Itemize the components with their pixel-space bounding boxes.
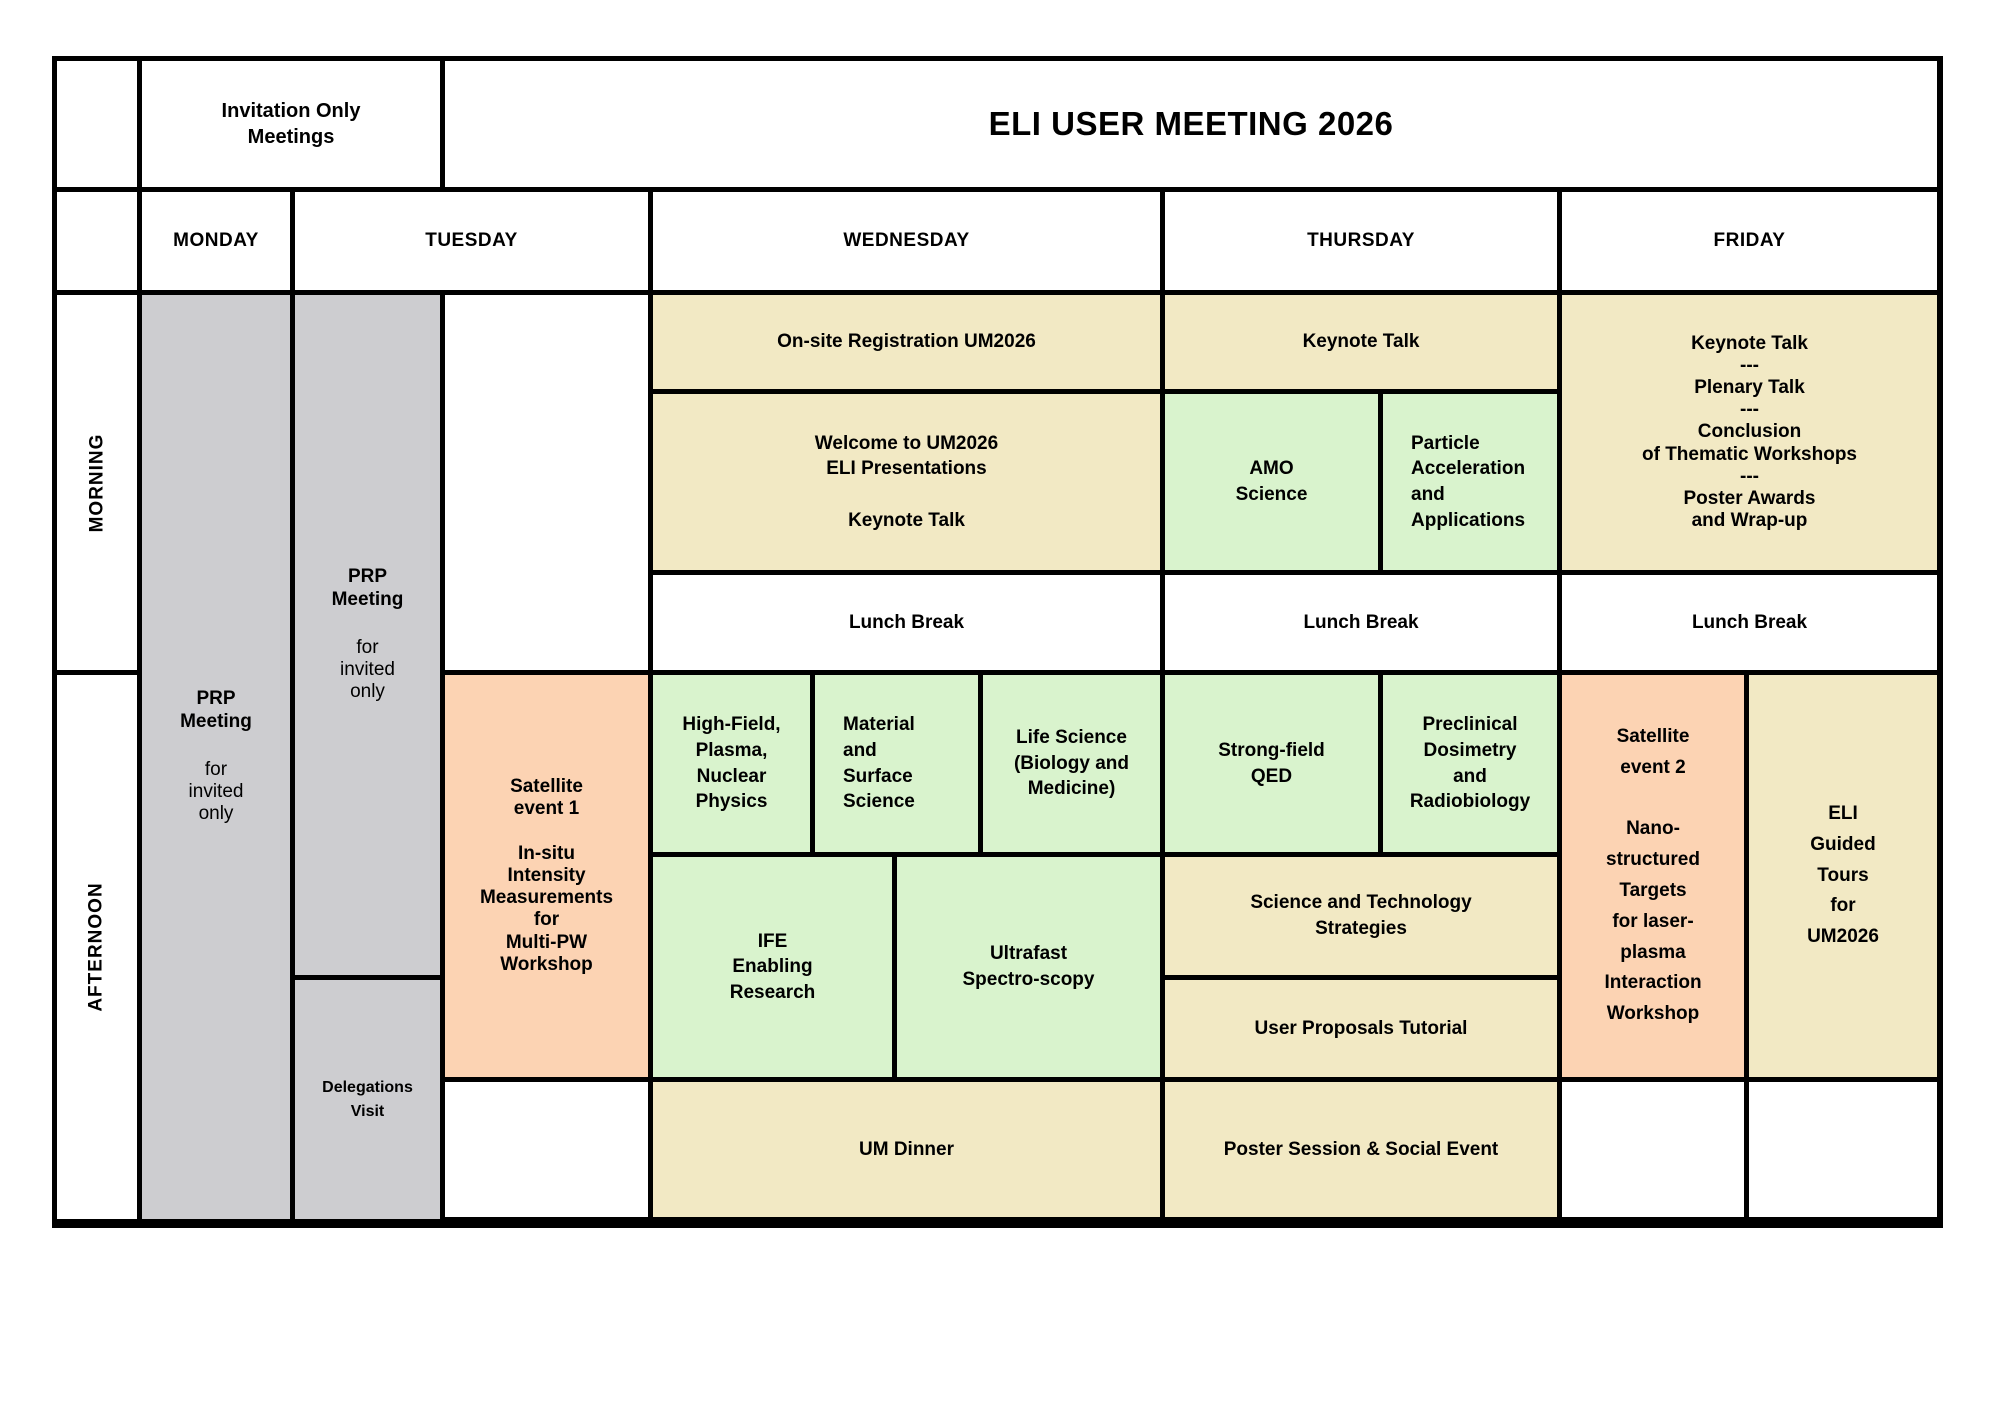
invitation-only-header: Invitation Only Meetings bbox=[142, 61, 440, 187]
day-header-thursday: THURSDAY bbox=[1165, 192, 1557, 290]
thu-lunch-break-cell: Lunch Break bbox=[1165, 575, 1557, 670]
thu-strategies-label: Science and Technology Strategies bbox=[1250, 892, 1472, 939]
wed-welcome-label: Welcome to UM2026 ELI Presentations Keyn… bbox=[814, 432, 999, 531]
wed-lifescience-session-cell: Life Science (Biology and Medicine) bbox=[983, 675, 1160, 852]
fri-lunch-break-cell: Lunch Break bbox=[1562, 575, 1937, 670]
wed-ife-label: IFE Enabling Research bbox=[729, 930, 816, 1003]
eli-guided-tours-cell: ELI Guided Tours for UM2026 bbox=[1749, 675, 1937, 1077]
satellite-event-2-cell: Satellite event 2 Nano- structured Targe… bbox=[1562, 675, 1744, 1077]
afternoon-label: AFTERNOON bbox=[86, 882, 108, 1012]
day-header-monday: MONDAY bbox=[142, 192, 290, 290]
thu-keynote-cell: Keynote Talk bbox=[1165, 295, 1557, 389]
thu-lunch-label: Lunch Break bbox=[1303, 611, 1419, 633]
thu-preclinical-label: Preclinical Dosimetry and Radiobiology bbox=[1409, 714, 1531, 813]
day-header-wednesday: WEDNESDAY bbox=[653, 192, 1160, 290]
delegations-visit-label: Delegations Visit bbox=[322, 1078, 413, 1120]
header-spacer-cell bbox=[57, 61, 137, 187]
tuesday-label: TUESDAY bbox=[425, 230, 518, 251]
satellite-event-2-label: Satellite event 2 Nano- structured Targe… bbox=[1604, 726, 1702, 1025]
day-header-tuesday: TUESDAY bbox=[295, 192, 648, 290]
thu-keynote-label: Keynote Talk bbox=[1302, 331, 1420, 353]
thu-proposals-tutorial-cell: User Proposals Tutorial bbox=[1165, 980, 1557, 1077]
monday-prp-meeting-cell: PRP Meeting for invited only bbox=[142, 295, 290, 1219]
wednesday-label: WEDNESDAY bbox=[843, 230, 970, 251]
thu-strategies-cell: Science and Technology Strategies bbox=[1165, 857, 1557, 975]
monday-prp-title: PRP Meeting bbox=[180, 688, 252, 732]
thu-amo-label: AMO Science bbox=[1235, 458, 1308, 505]
wed-lunch-break-cell: Lunch Break bbox=[653, 575, 1160, 670]
thursday-label: THURSDAY bbox=[1307, 230, 1415, 251]
row-label-morning: MORNING bbox=[57, 295, 137, 670]
day-row-spacer-cell bbox=[57, 192, 137, 290]
tuesday-prp-title: PRP Meeting bbox=[331, 566, 404, 610]
um-dinner-cell: UM Dinner bbox=[653, 1082, 1160, 1217]
thu-preclinical-session-cell: Preclinical Dosimetry and Radiobiology bbox=[1383, 675, 1557, 852]
wed-material-label: Material and Surface Science bbox=[843, 714, 915, 813]
wed-material-session-cell: Material and Surface Science bbox=[815, 675, 978, 852]
tuesday-morning-empty-cell bbox=[445, 295, 648, 670]
monday-prp-note: for invited only bbox=[188, 758, 244, 825]
wed-ultrafast-session-cell: Ultrafast Spectro-scopy bbox=[897, 857, 1160, 1077]
wed-ife-session-cell: IFE Enabling Research bbox=[653, 857, 892, 1077]
thu-strongfield-session-cell: Strong-field QED bbox=[1165, 675, 1378, 852]
um-dinner-label: UM Dinner bbox=[859, 1138, 954, 1160]
invitation-only-label: Invitation Only Meetings bbox=[221, 100, 361, 148]
eli-guided-tours-label: ELI Guided Tours for UM2026 bbox=[1807, 803, 1879, 948]
wed-registration-cell: On-site Registration UM2026 bbox=[653, 295, 1160, 389]
wed-lifescience-label: Life Science (Biology and Medicine) bbox=[1013, 727, 1130, 800]
poster-session-label: Poster Session & Social Event bbox=[1223, 1138, 1499, 1160]
page-title: ELI USER MEETING 2026 bbox=[988, 105, 1394, 142]
thu-particle-session-cell: Particle Acceleration and Applications bbox=[1383, 394, 1557, 570]
page-title-cell: ELI USER MEETING 2026 bbox=[445, 61, 1937, 187]
wed-registration-label: On-site Registration UM2026 bbox=[777, 331, 1036, 353]
satellite-event-1-label: Satellite event 1 In-situ Intensity Meas… bbox=[479, 776, 614, 975]
fri-evening-empty-cell-2 bbox=[1749, 1082, 1937, 1217]
delegations-visit-cell: Delegations Visit bbox=[295, 980, 440, 1219]
wed-ultrafast-label: Ultrafast Spectro-scopy bbox=[962, 943, 1095, 990]
thu-amo-session-cell: AMO Science bbox=[1165, 394, 1378, 570]
friday-label: FRIDAY bbox=[1713, 230, 1786, 251]
tuesday-prp-note: for invited only bbox=[340, 636, 395, 703]
fri-lunch-label: Lunch Break bbox=[1691, 611, 1808, 633]
tuesday-evening-empty-cell bbox=[445, 1082, 648, 1217]
morning-label: MORNING bbox=[86, 433, 108, 532]
thu-proposals-label: User Proposals Tutorial bbox=[1254, 1017, 1468, 1039]
fri-keynote-label: Keynote Talk --- Plenary Talk --- Conclu… bbox=[1641, 332, 1857, 532]
wed-lunch-label: Lunch Break bbox=[848, 611, 965, 633]
wed-welcome-keynote-cell: Welcome to UM2026 ELI Presentations Keyn… bbox=[653, 394, 1160, 570]
satellite-event-1-cell: Satellite event 1 In-situ Intensity Meas… bbox=[445, 675, 648, 1077]
row-label-afternoon: AFTERNOON bbox=[57, 675, 137, 1219]
fri-evening-empty-cell-1 bbox=[1562, 1082, 1744, 1217]
monday-label: MONDAY bbox=[173, 230, 259, 251]
thu-particle-label: Particle Acceleration and Applications bbox=[1411, 432, 1526, 531]
wed-highfield-session-cell: High-Field, Plasma, Nuclear Physics bbox=[653, 675, 810, 852]
day-header-friday: FRIDAY bbox=[1562, 192, 1937, 290]
poster-session-cell: Poster Session & Social Event bbox=[1165, 1082, 1557, 1217]
tuesday-prp-meeting-cell: PRP Meeting for invited only bbox=[295, 295, 440, 975]
fri-keynote-plenary-cell: Keynote Talk --- Plenary Talk --- Conclu… bbox=[1562, 295, 1937, 570]
wed-highfield-label: High-Field, Plasma, Nuclear Physics bbox=[682, 714, 781, 813]
thu-strongfield-label: Strong-field QED bbox=[1218, 739, 1325, 787]
